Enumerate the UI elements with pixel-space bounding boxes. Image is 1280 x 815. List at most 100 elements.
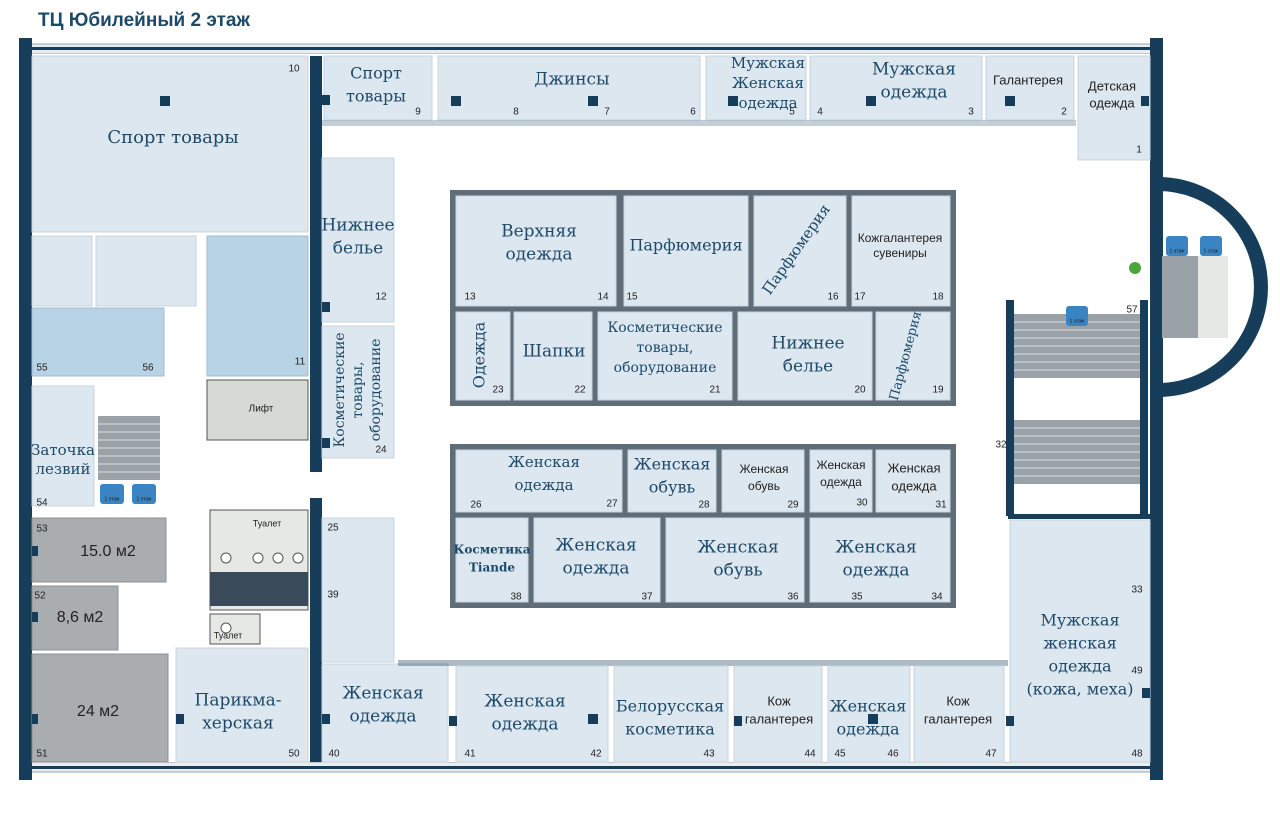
floor-badge-label: 1 этаж	[1070, 318, 1086, 324]
room-number: 2	[1061, 107, 1067, 118]
room-12[interactable]	[321, 157, 395, 323]
room-40[interactable]	[321, 663, 449, 763]
room-51[interactable]	[31, 653, 169, 763]
room-label: Женская	[634, 455, 711, 474]
room-4[interactable]	[809, 55, 983, 121]
room-label: Женская	[508, 453, 580, 471]
room-10[interactable]	[31, 55, 309, 233]
room-number: 17	[854, 292, 866, 303]
room-label: Кож	[767, 693, 791, 708]
room-number: 40	[328, 749, 340, 760]
room-label: товары,	[637, 340, 694, 356]
room-label: товары	[346, 87, 406, 106]
floor-badge-icon[interactable]	[1200, 236, 1222, 256]
room-9[interactable]	[323, 55, 433, 121]
room-23[interactable]	[455, 311, 511, 401]
room-label: Спорт товары	[107, 127, 238, 148]
room-label: херская	[202, 714, 274, 734]
room-53[interactable]	[31, 517, 167, 583]
room-number: 30	[856, 498, 868, 509]
room-5[interactable]	[705, 55, 807, 121]
room-number: 14	[597, 292, 609, 303]
room-30[interactable]	[809, 449, 873, 513]
floor-badge-icon[interactable]	[100, 484, 124, 504]
room-11[interactable]	[206, 235, 309, 377]
room-52[interactable]	[31, 585, 119, 651]
room-number: 8	[513, 107, 519, 118]
room-54[interactable]	[31, 385, 95, 507]
room-37[interactable]	[533, 517, 661, 603]
room-19[interactable]	[875, 311, 951, 401]
room-21[interactable]	[597, 311, 733, 401]
room-1[interactable]	[1077, 55, 1151, 161]
room-label: Женская	[830, 697, 907, 716]
room-number: 48	[1131, 749, 1143, 760]
room-number: 3	[968, 107, 974, 118]
room-50[interactable]	[175, 647, 309, 763]
room-label: обувь	[748, 479, 780, 493]
room-label: товары,	[350, 362, 366, 419]
floor-badge-icon[interactable]	[132, 484, 156, 504]
lift-label: Лифт	[249, 403, 274, 415]
room-38[interactable]	[455, 517, 529, 603]
page-title: ТЦ Юбилейный 2 этаж	[38, 10, 250, 31]
room-number: 46	[887, 749, 899, 760]
room-number: 10	[288, 64, 300, 75]
room-label: Tiande	[469, 561, 515, 575]
room-label: 24 м2	[77, 703, 119, 720]
room-number: 29	[787, 500, 799, 511]
room-number: 9	[415, 107, 421, 118]
room-number: 28	[698, 500, 710, 511]
floor-badge-icon[interactable]	[1166, 236, 1188, 256]
room-15[interactable]	[623, 195, 749, 307]
room-label: одежда	[514, 476, 573, 494]
room-48[interactable]	[1009, 519, 1151, 763]
room-22[interactable]	[513, 311, 593, 401]
you-are-here-marker	[1129, 262, 1141, 274]
room-number: 12	[375, 292, 387, 303]
room-24[interactable]	[321, 325, 395, 459]
room-number: 13	[464, 292, 476, 303]
room-label: одежда	[891, 478, 937, 493]
room-number: 24	[375, 445, 387, 456]
room-29[interactable]	[721, 449, 805, 513]
room-label: Мужская	[872, 60, 956, 80]
floor-badge-label: 1 этаж	[137, 496, 153, 502]
room-2[interactable]	[985, 55, 1075, 121]
room-43[interactable]	[613, 665, 729, 763]
room-number: 5	[789, 107, 795, 118]
room-label: Косметические	[607, 320, 722, 336]
room-label: женская	[1043, 634, 1116, 653]
room-41[interactable]	[455, 665, 609, 763]
room-number: 56	[142, 363, 154, 374]
floor-badge-label: 1 этаж	[105, 496, 121, 502]
floor-badge-icon[interactable]	[1066, 306, 1088, 326]
room-label: одежда	[491, 715, 558, 735]
room-label: Женская	[342, 684, 424, 704]
room-36[interactable]	[665, 517, 805, 603]
room-label: Спорт	[350, 64, 402, 83]
room-44[interactable]	[733, 665, 823, 763]
room-20[interactable]	[737, 311, 873, 401]
room-55[interactable]	[31, 307, 165, 377]
room-label: Заточка	[31, 441, 95, 459]
room-label: одежда	[1089, 95, 1135, 110]
room-number: 37	[641, 592, 653, 603]
room-17[interactable]	[851, 195, 951, 307]
room-label: Нижнее	[771, 334, 844, 354]
room-number: 44	[804, 749, 816, 760]
room-label: Косметические	[332, 332, 348, 447]
room-number: 16	[827, 292, 839, 303]
room-13[interactable]	[455, 195, 617, 307]
room-number: 41	[464, 749, 476, 760]
room-number: 47	[985, 749, 997, 760]
room-35[interactable]	[809, 517, 951, 603]
room-26[interactable]	[455, 449, 623, 513]
room-number: 43	[703, 749, 715, 760]
room-8[interactable]	[437, 55, 701, 121]
toilet-label: Туалет	[253, 518, 281, 528]
room-47[interactable]	[913, 665, 1005, 763]
room-31[interactable]	[875, 449, 951, 513]
room-16[interactable]	[753, 195, 847, 307]
room-28[interactable]	[627, 449, 717, 513]
